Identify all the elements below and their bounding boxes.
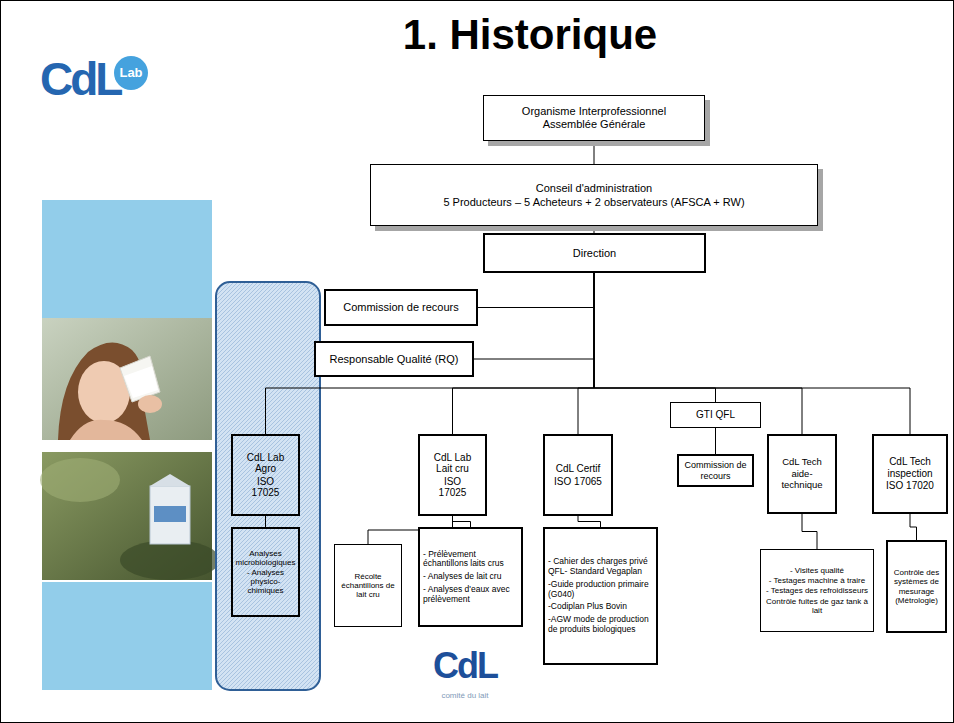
logo-text: Lab xyxy=(113,66,149,79)
connector-line xyxy=(478,273,594,308)
logo-subtitle: comité du lait xyxy=(420,692,510,700)
box-text: ISO 17020 xyxy=(886,480,934,492)
box-text: ISO 17025 xyxy=(243,476,289,499)
box-text: -AGW mode de production de produits biol… xyxy=(548,615,653,635)
box-text: - Cahier des charges privé QFL- Standard… xyxy=(548,557,653,577)
task-box: Analyses microbiologiques- Analyses phys… xyxy=(231,527,300,617)
connector-line xyxy=(578,273,594,434)
box-text: ISO 17065 xyxy=(554,476,602,488)
logo-text: CdL xyxy=(40,56,120,102)
department-box: CdL CertifISO 17065 xyxy=(543,434,613,516)
committee-box: Commission de recours xyxy=(677,454,754,487)
box-text: Commission de recours xyxy=(343,301,459,314)
box-text: CdL Certif xyxy=(556,463,601,475)
connector-line xyxy=(594,226,595,233)
color-panel xyxy=(42,582,212,690)
box-text: aide-technique xyxy=(772,469,832,491)
box-text: Analyses microbiologiques xyxy=(235,549,295,567)
quality-box: Responsable Qualité (RQ) xyxy=(314,341,474,377)
box-text: - Testages machine à traire xyxy=(769,576,865,585)
department-box: CdL Lab AgroISO 17025 xyxy=(231,434,300,516)
connector-line xyxy=(910,514,917,540)
box-text: Commission de recours xyxy=(682,460,749,481)
box-text: - Visites qualité xyxy=(790,566,844,575)
task-box: - Cahier des charges privé QFL- Standard… xyxy=(543,527,658,665)
box-text: GTI QFL xyxy=(696,409,735,421)
committee-box: Commission de recours xyxy=(324,289,478,326)
org-box: Organisme Interprofessionnel Assemblée G… xyxy=(483,95,705,141)
box-text: Récolte échantillons de lait cru xyxy=(338,572,398,600)
box-text: CdL Tech inspection xyxy=(879,456,941,479)
box-text: - Testages des refroidisseurs xyxy=(766,586,868,595)
box-text: - Analyses de lait cru xyxy=(423,572,518,582)
slide-title: 1. Historique xyxy=(330,14,730,56)
board-box: Conseil d'administration5 Producteurs – … xyxy=(370,164,818,226)
box-text: Contrôle des systèmes de mesurage (Métro… xyxy=(891,568,942,605)
connector-line xyxy=(715,428,716,454)
box-text: Organisme Interprofessionnel Assemblée G… xyxy=(509,105,679,130)
box-text: - Prélèvement échantillons laits crus xyxy=(423,550,518,570)
box-text: -Codiplan Plus Bovin xyxy=(548,602,653,612)
department-box: CdL Tech inspectionISO 17020 xyxy=(872,434,948,514)
connector-line xyxy=(594,273,716,402)
connector-line xyxy=(453,516,471,527)
milk-photo xyxy=(42,318,212,440)
connector-line xyxy=(594,273,802,434)
box-text: Responsable Qualité (RQ) xyxy=(329,353,458,366)
connector-line xyxy=(474,273,594,359)
connector-line xyxy=(266,273,595,434)
color-panel xyxy=(42,200,212,318)
department-box: CdL Techaide-technique xyxy=(767,434,837,514)
direction-box: Direction xyxy=(483,233,706,273)
connector-line xyxy=(594,273,910,434)
farm-photo xyxy=(40,452,220,580)
task-box: Récolte échantillons de lait cru xyxy=(334,544,402,627)
box-text: Contrôle fuites de gaz tank à lait xyxy=(764,597,870,615)
logo-text: CdL xyxy=(420,648,510,684)
connector-line xyxy=(578,516,601,527)
box-text: - Analyses d'eaux avec prélèvement xyxy=(423,585,518,605)
task-box: Contrôle des systèmes de mesurage (Métro… xyxy=(886,540,947,633)
box-text: 5 Producteurs – 5 Acheteurs + 2 observat… xyxy=(443,196,744,209)
box-text: -Guide production primaire (G040) xyxy=(548,580,653,600)
box-text: Direction xyxy=(573,247,616,260)
box-text: CdL Lab Lait cru xyxy=(430,452,476,475)
task-box: - Visites qualité- Testages machine à tr… xyxy=(760,549,874,632)
connector-line xyxy=(594,141,595,164)
connector-line xyxy=(802,514,817,549)
connector-line xyxy=(265,516,266,527)
box-text: Conseil d'administration xyxy=(536,182,652,195)
box-text: ISO 17025 xyxy=(430,476,476,499)
task-box: - Prélèvement échantillons laits crus - A… xyxy=(418,527,523,627)
group-box: GTI QFL xyxy=(670,402,761,428)
department-box: CdL Lab Lait cruISO 17025 xyxy=(418,434,487,516)
highlight-band xyxy=(216,282,320,690)
box-text: CdL Tech xyxy=(782,457,822,468)
box-text: CdL Lab Agro xyxy=(243,452,289,475)
box-text: - Analyses physico-chimiques xyxy=(236,568,295,596)
